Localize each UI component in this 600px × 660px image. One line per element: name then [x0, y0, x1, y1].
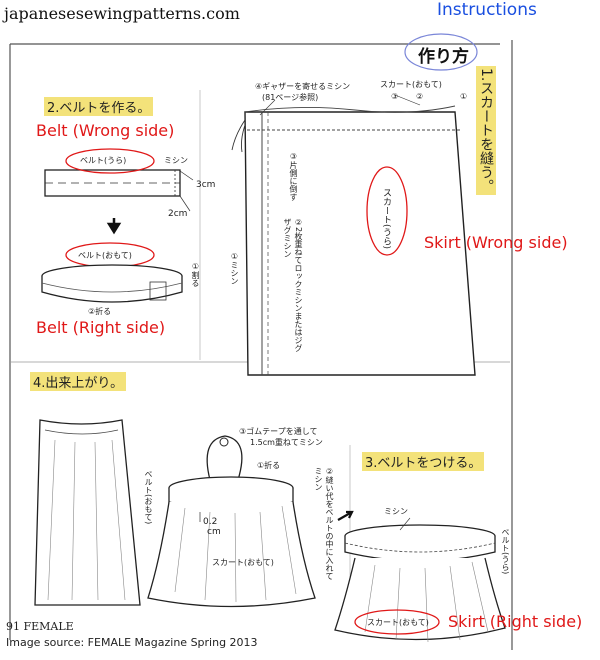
marker-2: ② — [416, 92, 424, 101]
skirt-ura-text: スカート(うら) — [381, 188, 391, 250]
step2-title: 2.ベルトを作る。 — [44, 97, 154, 116]
step3-belt-ura: ベルト(うら) — [501, 528, 510, 575]
skirt-right-side-label: Skirt (Right side) — [448, 612, 583, 631]
elastic-note-2: 1.5cm重ねてミシン — [250, 438, 323, 447]
image-source: Image source: FEMALE Magazine Spring 201… — [6, 636, 258, 649]
instructions-label: Instructions — [437, 0, 537, 20]
marker-3: ③ — [391, 92, 399, 101]
method-title-oval — [404, 33, 478, 71]
dim-3cm: 3cm — [196, 180, 216, 190]
gather-note: ④ギャザーを寄せるミシン — [255, 82, 351, 91]
overlock-text: ②2枚重ねてロックミシンまたはジグザグミシン — [283, 218, 303, 353]
elastic-note-1: ③ゴムテープを通して — [239, 427, 318, 436]
fold-note: ①折る — [257, 461, 281, 470]
dim-0-2: 0.2 — [203, 517, 218, 527]
press-side-text: ③片側に倒す — [289, 152, 298, 201]
belt-ura-text: ベルト(うら) — [80, 156, 127, 165]
mishin-1-text: ①ミシン — [230, 252, 239, 285]
page-footer: 91 FEMALE — [6, 620, 74, 633]
step3-skirt-omote: スカート(おもて) — [367, 618, 429, 627]
skirt-omote-center: スカート(おもて) — [212, 558, 274, 567]
belt-split-text: ①割る — [191, 262, 200, 287]
gather-ref: (81ページ参照) — [262, 93, 319, 102]
belt-right-side-label: Belt (Right side) — [36, 318, 166, 337]
belt-wrong-side-label: Belt (Wrong side) — [36, 121, 175, 140]
step4-title: 4.出来上がり。 — [30, 372, 127, 391]
seam-note: ②縫い代をベルトの中に入れてミシン — [314, 467, 334, 580]
skirt-omote-top: スカート(おもて) — [380, 80, 442, 89]
skirt-wrong-side-label: Skirt (Wrong side) — [424, 233, 568, 252]
belt-fold-text: ②折る — [88, 307, 112, 316]
belt-omote-side: ベルト(おもて) — [144, 470, 153, 525]
step3-mishin: ミシン — [384, 507, 408, 516]
method-title: 作り方 — [418, 47, 469, 67]
marker-1: ① — [460, 92, 468, 101]
belt-omote-text: ベルト(おもて) — [78, 251, 132, 260]
dim-cm: cm — [207, 527, 221, 537]
site-name: japanesesewingpatterns.com — [4, 4, 240, 23]
dim-2cm: 2cm — [168, 209, 188, 219]
step1-title: 1.スカートを縫う。 — [476, 66, 496, 196]
belt-mishin-text: ミシン — [164, 156, 188, 165]
finished-skirt — [34, 419, 141, 606]
step3-title: 3.ベルトをつける。 — [362, 452, 485, 471]
